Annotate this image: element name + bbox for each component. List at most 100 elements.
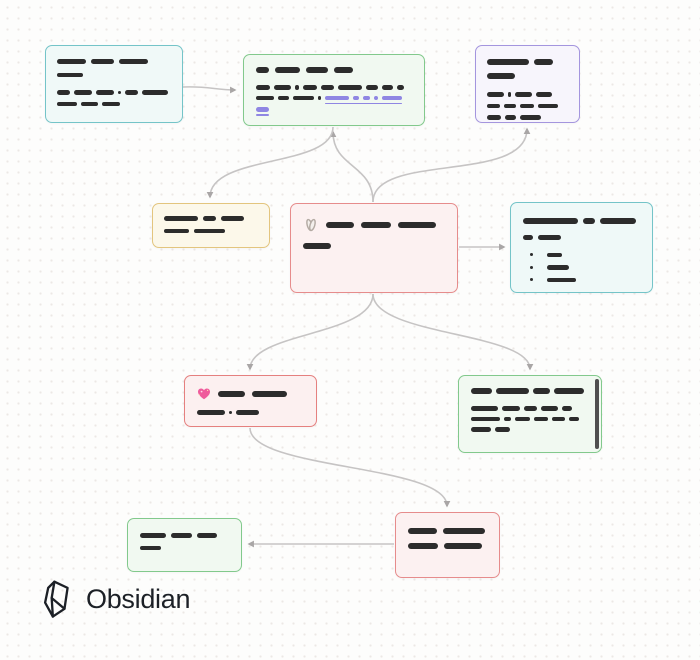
redacted-text-bar [533,388,550,394]
redacted-text-row [471,427,589,432]
redacted-text-bar [502,406,520,411]
card-teal-topleft[interactable] [45,45,183,123]
redacted-text-row [256,107,412,115]
redacted-text-row [471,416,589,421]
redacted-text-bar [562,406,572,411]
redacted-text-bar [536,92,552,97]
redacted-text-bar [57,72,83,77]
redacted-text-bar [569,416,579,421]
redacted-text-bar [554,388,584,394]
redacted-text-bar [443,528,485,534]
redacted-text-row [487,115,568,120]
redacted-text-bar [197,533,217,538]
redacted-text-bar [520,115,541,120]
redacted-text-bar [140,533,166,538]
redacted-text-row [523,265,640,270]
redacted-text-bar [382,85,393,90]
redacted-text-bar [496,388,529,394]
card-purple-topright[interactable] [475,45,580,123]
obsidian-wordmark: Obsidian [86,584,191,614]
redacted-text-bar [274,85,291,90]
redacted-text-bar [397,85,404,90]
redacted-text-bar [534,416,548,421]
redacted-text-bar [57,101,77,106]
bullet-dot [530,265,534,269]
redacted-text-bar [306,67,328,73]
redacted-text-row [303,243,445,249]
redacted-link-bar [353,95,359,100]
redacted-text-bar [523,218,578,224]
redacted-text-bar [583,218,595,224]
redacted-text-bar [125,90,138,95]
redacted-text-row [303,217,445,233]
redacted-text-bar [57,90,70,95]
card-cyan-right[interactable] [510,202,653,293]
redacted-text-bar [81,101,98,106]
edge-card-green-top-to-card-yellow-left [206,126,334,199]
redacted-text-row [197,387,304,400]
sparkling-heart-icon [197,387,211,400]
redacted-text-bar [444,543,482,549]
redacted-text-bar [119,59,148,64]
redacted-text-bar [326,222,354,228]
redacted-text-row [471,406,589,411]
redacted-text-bar [505,115,516,120]
redacted-text-row [256,95,412,104]
redacted-text-bar [408,543,438,549]
redacted-text-bar [197,410,225,415]
redacted-text-bar [218,390,245,397]
redacted-link-bar [363,95,370,100]
redacted-text-bar [164,216,198,221]
redacted-text-bar [256,85,270,90]
redacted-text-row [487,92,568,97]
redacted-text-bar [140,545,161,550]
redacted-text-bar [338,85,362,90]
redacted-text-bar [366,85,378,90]
edge-card-pink-heart-to-card-red-bottom [249,427,451,508]
card-red-bottom[interactable] [395,512,500,578]
redacted-text-row [164,228,258,233]
redacted-text-bar [334,67,353,73]
redacted-text-bar [194,228,225,233]
node-scrollbar[interactable] [594,379,599,449]
redacted-text-bar [487,103,500,108]
redacted-text-row [408,543,487,549]
redacted-text-bar [236,410,259,415]
redacted-text-bar [91,59,114,64]
redacted-text-row [471,388,589,394]
ballet-shoes-icon [303,217,319,233]
redacted-text-bar [471,388,492,394]
card-pink-heart[interactable] [184,375,317,427]
edge-card-red-center-to-card-green-top [329,130,374,203]
redacted-link-bar [325,95,349,100]
redacted-text-bar [171,533,192,538]
redacted-text-bar [524,406,537,411]
redacted-text-bar [256,95,274,100]
card-green-bottomleft[interactable] [127,518,242,572]
card-green-top[interactable] [243,54,425,126]
card-yellow-left[interactable] [152,203,270,248]
redacted-text-bar [534,59,553,65]
redacted-text-bar [487,59,529,65]
redacted-text-bar [408,528,437,534]
redacted-text-row [523,235,640,240]
redacted-text-row [256,67,412,73]
redacted-text-bar [547,265,570,270]
period-dot [118,90,121,94]
redacted-link-bar [256,107,269,112]
period-dot [229,410,232,414]
redacted-text-bar [520,103,534,108]
redacted-text-bar [600,218,636,224]
card-red-center[interactable] [290,203,458,293]
card-green-right[interactable] [458,375,602,453]
redacted-text-row [57,72,171,77]
redacted-text-bar [318,95,321,100]
redacted-link-bar [374,95,378,100]
redacted-text-bar [538,103,558,108]
redacted-text-bar [538,235,561,240]
redacted-text-bar [523,235,533,240]
redacted-text-row [523,252,640,257]
redacted-text-bar [471,427,491,432]
